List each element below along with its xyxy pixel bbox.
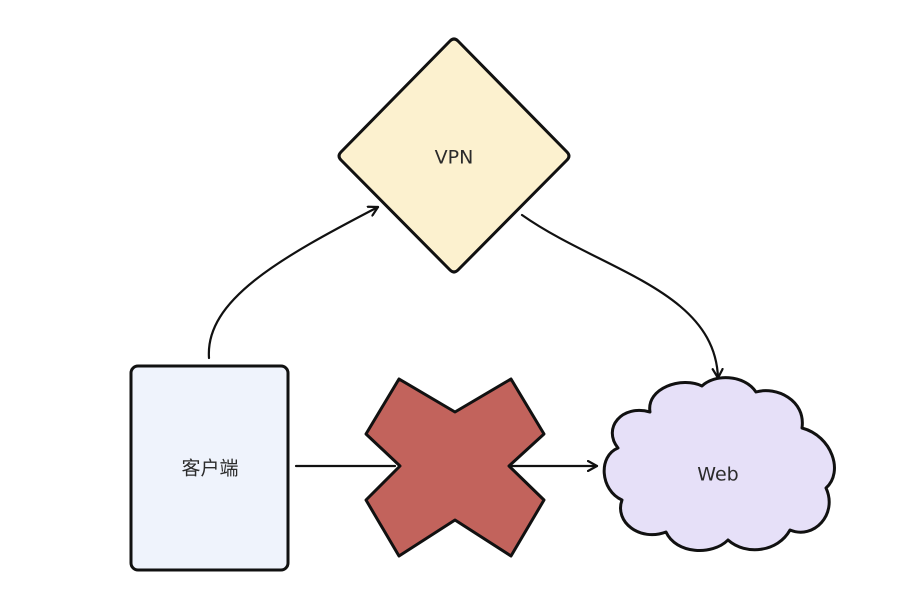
- client-label: 客户端: [181, 458, 238, 480]
- edge-vpn-to-web: [520, 213, 718, 380]
- client-node[interactable]: 客户端: [129, 364, 290, 572]
- vpn-label: VPN: [435, 147, 474, 169]
- web-node[interactable]: Web: [602, 376, 836, 552]
- vpn-node[interactable]: VPN: [337, 37, 571, 274]
- edge-client-to-vpn: [207, 207, 380, 360]
- client-box-shape: [129, 364, 290, 572]
- vpn-diamond-shape: [337, 37, 571, 274]
- x-block-icon: [364, 377, 546, 558]
- blocked-connection-node: [364, 377, 546, 558]
- web-label: Web: [697, 464, 738, 486]
- cloud-shape: [602, 376, 836, 552]
